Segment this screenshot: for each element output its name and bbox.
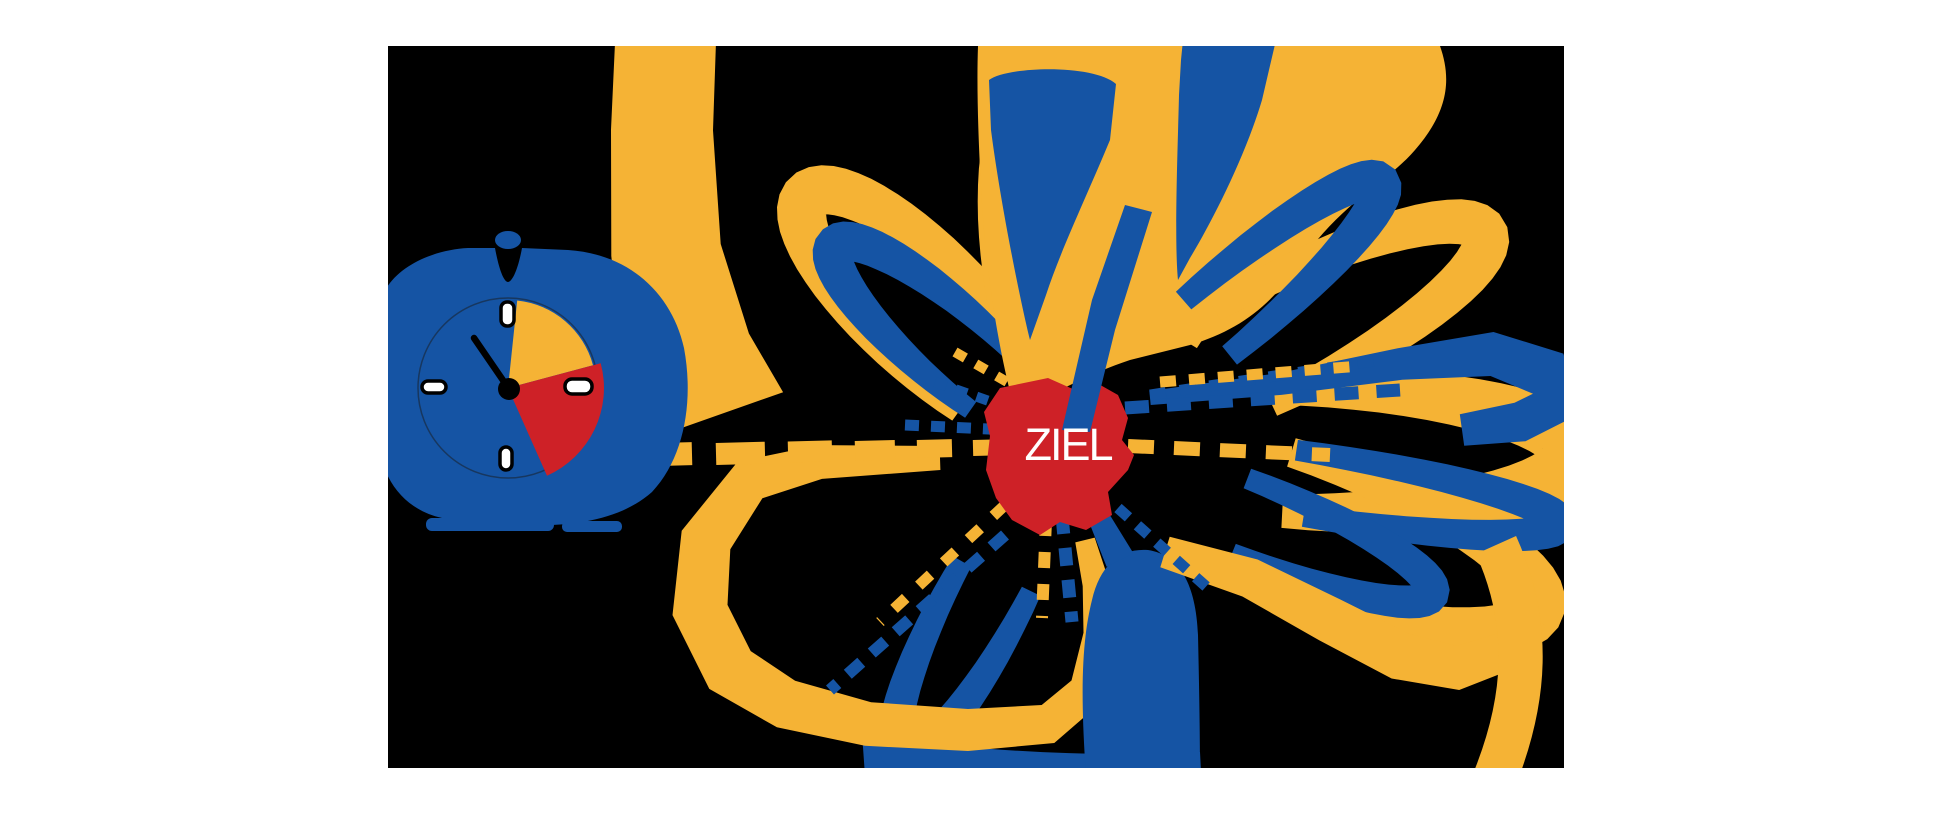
svg-text:ZIEL: ZIEL [1024,419,1112,470]
